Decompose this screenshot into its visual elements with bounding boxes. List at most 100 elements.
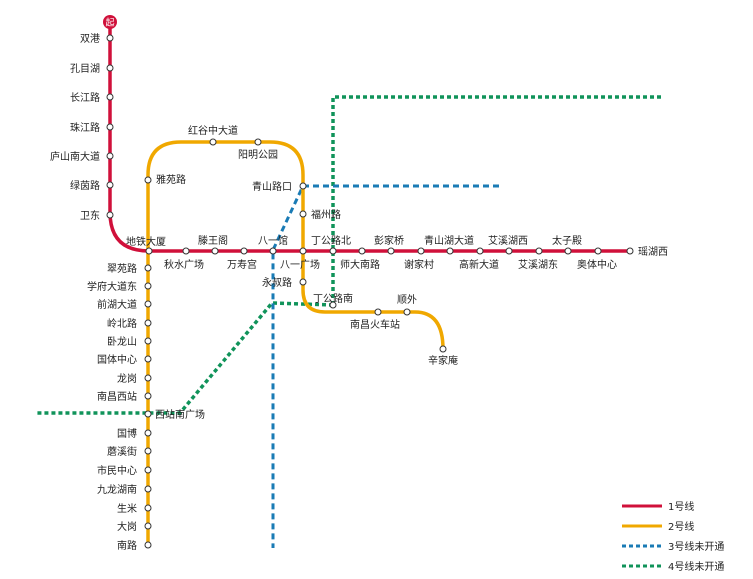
legend-label: 4号线未开通 [668, 560, 724, 573]
station-marker [144, 374, 152, 382]
station-marker [144, 410, 152, 418]
start-badge-text: 起 [105, 18, 114, 29]
station-label: 翠苑路 [107, 262, 137, 275]
station-label: 瑶湖西 [638, 246, 668, 258]
station-marker [106, 211, 114, 219]
station-marker [299, 247, 307, 255]
station-marker [439, 345, 447, 353]
station-label: 双港 [80, 33, 100, 45]
station-marker [269, 247, 277, 255]
station-label: 地铁大厦 [126, 235, 166, 248]
station-label: 谢家村 [404, 258, 434, 271]
station-markers [106, 34, 634, 549]
line-4-planned [35, 95, 662, 415]
station-marker [358, 247, 366, 255]
station-marker [144, 504, 152, 512]
station-label: 艾溪湖东 [518, 258, 558, 271]
station-marker [106, 34, 114, 42]
station-label: 国体中心 [97, 353, 137, 366]
station-marker [144, 300, 152, 308]
station-label: 长江路 [70, 91, 100, 104]
station-label: 秋水广场 [164, 258, 204, 271]
station-marker [505, 247, 513, 255]
station-marker [144, 429, 152, 437]
station-label: 前湖大道 [97, 298, 137, 311]
station-marker [209, 138, 217, 146]
station-marker [417, 247, 425, 255]
legend-label: 3号线未开通 [668, 540, 724, 553]
station-label: 太子殿 [552, 234, 582, 247]
station-label: 奥体中心 [577, 258, 617, 271]
station-marker [403, 308, 411, 316]
station-marker [446, 247, 454, 255]
station-marker [144, 447, 152, 455]
station-marker [564, 247, 572, 255]
station-marker [145, 247, 153, 255]
station-label: 南昌西站 [97, 390, 137, 403]
station-marker [144, 176, 152, 184]
station-label: 青山路口 [252, 180, 292, 193]
station-label: 红谷中大道 [188, 124, 238, 137]
station-label: 八一馆 [258, 234, 288, 247]
station-label: 学府大道东 [87, 280, 137, 293]
station-label: 珠江路 [70, 121, 100, 134]
station-marker [144, 319, 152, 327]
station-marker [329, 247, 337, 255]
station-marker [106, 152, 114, 160]
station-label: 辛家庵 [428, 354, 458, 367]
station-marker [144, 541, 152, 549]
station-label: 南昌火车站 [350, 318, 400, 331]
station-label: 艾溪湖西 [488, 235, 528, 247]
station-marker [144, 392, 152, 400]
station-label: 青山湖大道 [424, 234, 474, 247]
station-marker [254, 138, 262, 146]
station-marker [594, 247, 602, 255]
station-marker [144, 355, 152, 363]
station-marker [535, 247, 543, 255]
station-label: 万寿宫 [227, 258, 257, 271]
start-badge: 起 [103, 15, 117, 29]
station-marker [299, 182, 307, 190]
line-3-planned [271, 184, 499, 548]
station-label: 南路 [117, 539, 137, 552]
station-marker [374, 308, 382, 316]
station-marker [144, 282, 152, 290]
station-marker [299, 210, 307, 218]
station-labels: 双港孔目湖长江路珠江路庐山南大道绿茵路卫东地铁大厦秋水广场滕王阁万寿宫八一馆八一… [50, 33, 668, 552]
station-marker [144, 522, 152, 530]
station-marker [182, 247, 190, 255]
station-label: 丁公路南 [313, 292, 353, 305]
station-marker [106, 181, 114, 189]
legend-label: 1号线 [668, 500, 694, 513]
station-marker [144, 337, 152, 345]
station-label: 大岗 [117, 520, 137, 533]
station-label: 滕王阁 [198, 234, 228, 247]
station-label: 蘑溪街 [107, 445, 137, 458]
line-2 [146, 140, 445, 545]
station-label: 八一广场 [280, 258, 320, 271]
station-marker [144, 466, 152, 474]
station-label: 市民中心 [97, 464, 137, 477]
station-label: 孔目湖 [70, 63, 100, 75]
station-marker [329, 301, 337, 309]
station-label: 雅苑路 [156, 173, 186, 186]
station-label: 绿茵路 [70, 179, 100, 192]
station-label: 阳明公园 [238, 149, 278, 161]
station-marker [476, 247, 484, 255]
station-marker [144, 485, 152, 493]
station-marker [240, 247, 248, 255]
station-marker [106, 123, 114, 131]
station-label: 岭北路 [107, 317, 137, 330]
station-label: 永叔路 [262, 276, 292, 289]
station-marker [387, 247, 395, 255]
station-marker [211, 247, 219, 255]
station-label: 西站南广场 [155, 408, 205, 421]
station-label: 顺外 [397, 294, 417, 306]
station-marker [106, 64, 114, 72]
station-label: 师大南路 [340, 258, 380, 271]
station-label: 高新大道 [459, 258, 499, 271]
station-marker [106, 93, 114, 101]
station-label: 九龙湖南 [97, 483, 137, 496]
